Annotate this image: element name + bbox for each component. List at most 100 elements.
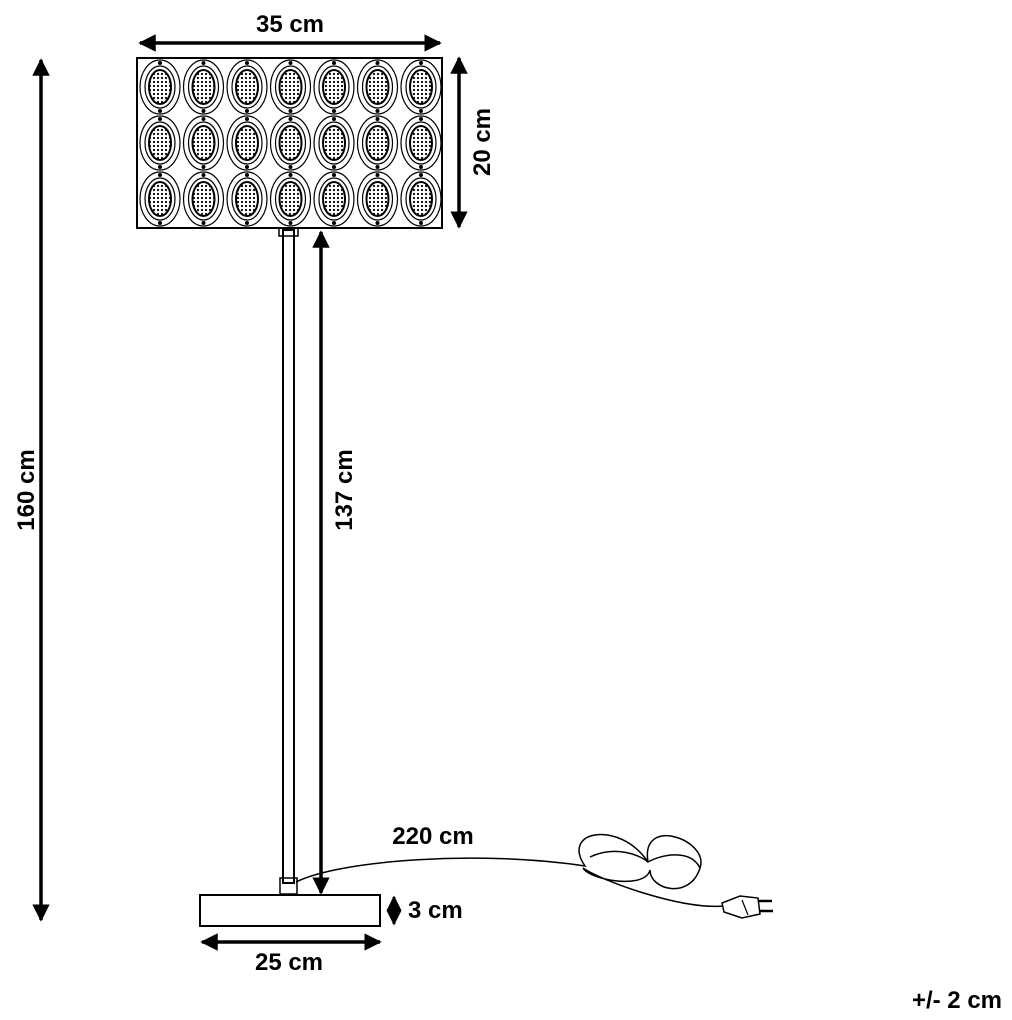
shade-bead <box>332 61 336 65</box>
shade-oval-ring <box>144 65 176 109</box>
shade-oval-mesh <box>235 125 259 161</box>
shade-oval-ring <box>318 65 350 109</box>
shade-bead <box>375 221 380 225</box>
shade-oval-outer <box>226 171 268 227</box>
shade-oval-mesh <box>322 125 346 161</box>
shade-oval-ring <box>405 121 437 165</box>
shade-oval-ring <box>361 65 394 109</box>
shade-bead <box>288 117 293 121</box>
shade-oval-mesh <box>409 181 433 217</box>
shade-bead <box>288 165 293 169</box>
shade-oval-mesh <box>365 125 390 161</box>
shade-bead <box>288 221 293 225</box>
shade-oval-ring <box>144 177 176 221</box>
shade-bead <box>201 109 206 113</box>
shade-oval-mesh <box>409 69 433 105</box>
shade-oval-outer <box>313 171 355 227</box>
shade-oval-outer <box>226 59 268 115</box>
shade-oval-mesh <box>148 181 172 217</box>
shade-bead <box>288 173 293 177</box>
shade-oval-ring <box>361 121 394 165</box>
shade-bead <box>158 221 162 225</box>
shade-bead <box>245 221 249 225</box>
cable-length-label: 220 cm <box>392 823 473 850</box>
shade-oval-mesh <box>278 125 303 161</box>
shade-oval-outer <box>182 115 225 171</box>
shade-oval-ring <box>187 121 220 165</box>
shade-oval-mesh <box>365 69 390 105</box>
shade-oval-mesh <box>322 181 346 217</box>
shade-oval-ring <box>361 177 394 221</box>
shade-oval-ring <box>231 177 263 221</box>
shade-bead <box>158 109 162 113</box>
shade-oval-mesh <box>191 69 216 105</box>
shade-bead <box>245 173 249 177</box>
lamp-shade <box>136 57 443 229</box>
shade-oval-ring <box>144 121 176 165</box>
shade-oval-mesh <box>148 125 172 161</box>
shade-bead <box>201 61 206 65</box>
shade-oval-outer <box>139 171 181 227</box>
shade-width-label: 35 cm <box>256 11 324 38</box>
shade-oval-mesh <box>278 181 303 217</box>
shade-bead <box>375 109 380 113</box>
lamp-base <box>199 894 381 927</box>
shade-bead <box>332 173 336 177</box>
shade-oval-mesh <box>365 181 390 217</box>
shade-oval-mesh <box>409 125 433 161</box>
shade-bead <box>245 117 249 121</box>
shade-bead <box>419 117 423 121</box>
shade-oval-outer <box>356 115 399 171</box>
shade-oval-outer <box>400 115 442 171</box>
shade-bead <box>245 165 249 169</box>
shade-oval-outer <box>400 171 442 227</box>
shade-oval-ring <box>405 177 437 221</box>
shade-oval-outer <box>269 171 312 227</box>
shade-oval-ring <box>405 65 437 109</box>
shade-oval-outer <box>139 59 181 115</box>
shade-bead <box>158 173 162 177</box>
shade-bead <box>375 165 380 169</box>
shade-oval-outer <box>269 59 312 115</box>
shade-oval-outer <box>356 59 399 115</box>
plug-icon <box>721 895 773 919</box>
shade-bead <box>375 117 380 121</box>
shade-oval-ring <box>231 121 263 165</box>
power-cable <box>295 833 726 908</box>
shade-oval-ring <box>187 177 220 221</box>
total-height-label: 160 cm <box>13 449 40 530</box>
shade-bead <box>419 61 423 65</box>
base-width-label: 25 cm <box>255 949 323 976</box>
shade-height-label: 20 cm <box>469 108 496 176</box>
shade-bead <box>288 61 293 65</box>
shade-oval-mesh <box>191 181 216 217</box>
shade-bead <box>288 109 293 113</box>
shade-oval-pattern <box>139 59 442 227</box>
shade-oval-mesh <box>278 69 303 105</box>
shade-bead <box>419 109 423 113</box>
shade-bead <box>332 221 336 225</box>
shade-oval-mesh <box>191 125 216 161</box>
shade-bead <box>201 221 206 225</box>
shade-oval-outer <box>400 59 442 115</box>
shade-oval-outer <box>313 59 355 115</box>
pole-height-label: 137 cm <box>331 449 358 530</box>
shade-oval-mesh <box>235 69 259 105</box>
shade-oval-mesh <box>322 69 346 105</box>
shade-oval-outer <box>182 59 225 115</box>
shade-oval-outer <box>356 171 399 227</box>
shade-bead <box>375 173 380 177</box>
shade-bead <box>245 109 249 113</box>
shade-bead <box>158 165 162 169</box>
shade-oval-mesh <box>148 69 172 105</box>
shade-bead <box>158 117 162 121</box>
tolerance-label: +/- 2 cm <box>912 987 1002 1014</box>
shade-bead <box>332 165 336 169</box>
shade-bead <box>419 173 423 177</box>
shade-bead <box>158 61 162 65</box>
shade-bead <box>201 165 206 169</box>
shade-oval-outer <box>313 115 355 171</box>
shade-bead <box>375 61 380 65</box>
shade-bead <box>332 117 336 121</box>
